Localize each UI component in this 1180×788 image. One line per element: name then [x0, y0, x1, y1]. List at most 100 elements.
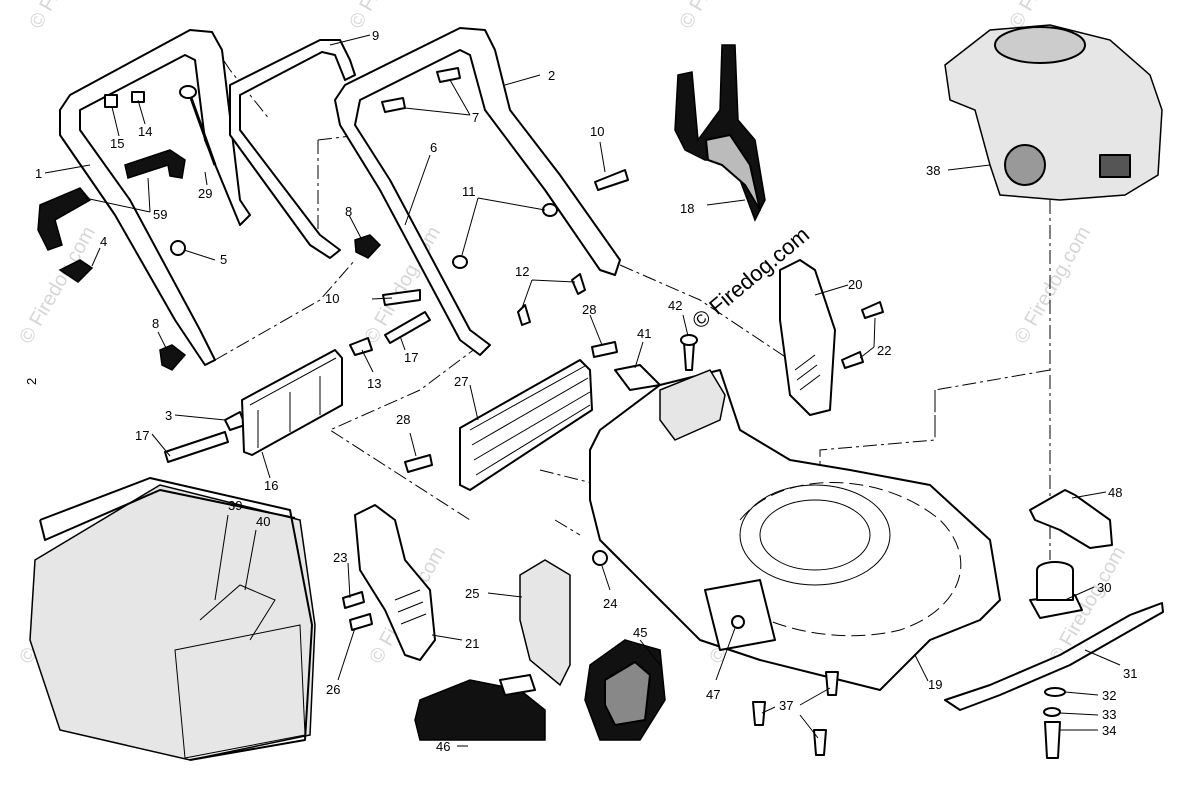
cable-clip: [179, 85, 197, 99]
deck-grille: [704, 579, 776, 651]
nut-24: [592, 550, 608, 566]
bolt-34: [1044, 721, 1061, 759]
callout-40: 40: [256, 514, 270, 529]
mower-blade: [944, 602, 1164, 711]
rear-flap: [241, 349, 343, 456]
grass-catcher-frame: [39, 477, 313, 761]
mower-deck: [589, 369, 1001, 691]
callout-46: 46: [436, 739, 450, 754]
washer-32: [1044, 687, 1066, 697]
callout-6: 6: [430, 140, 437, 155]
clip-12b: [571, 273, 586, 295]
callout-20: 20: [848, 277, 862, 292]
callout-22: 22: [877, 343, 891, 358]
bolt-17-lower: [164, 431, 229, 463]
callout-8-upper: 8: [345, 204, 352, 219]
callout-28-upper: 28: [582, 302, 596, 317]
bolt-23: [342, 591, 365, 609]
callout-9: 9: [372, 28, 379, 43]
height-bracket-right: [779, 259, 836, 416]
watermark-faint: © Firedog.com: [1010, 223, 1095, 348]
clip-12a: [517, 304, 531, 326]
callout-17-upper: 17: [404, 350, 418, 365]
callout-19: 19: [928, 677, 942, 692]
callout-10-lower: 10: [325, 291, 339, 306]
bolt-37b: [825, 671, 839, 696]
bolt-37c: [813, 729, 827, 756]
callout-26: 26: [326, 682, 340, 697]
bolt-37a: [752, 701, 766, 726]
callout-59: 59: [153, 207, 167, 222]
page-marker: 2: [24, 378, 39, 385]
hose-lower: [37, 187, 92, 251]
callout-42: 42: [668, 298, 682, 313]
callout-7: 7: [472, 110, 479, 125]
callout-48: 48: [1108, 485, 1122, 500]
knob-8-lower: [159, 344, 187, 371]
side-discharge-chute: [414, 679, 546, 741]
grass-catcher-bag: [29, 484, 316, 761]
callout-5: 5: [220, 252, 227, 267]
callout-8-lower: 8: [152, 316, 159, 331]
bracket-48: [1029, 489, 1113, 549]
callout-21: 21: [465, 636, 479, 651]
clip-15: [104, 94, 118, 108]
callout-41: 41: [637, 326, 651, 341]
bolt-10-upper: [594, 169, 629, 191]
watermark-faint: © Firedog.com: [675, 0, 760, 33]
height-bracket-left: [354, 504, 436, 661]
callout-28-lower: 28: [396, 412, 410, 427]
callouts: 1 2 3 4 5 6 7 8 8 9 10 10 11 12 13 14 15…: [35, 28, 1137, 754]
bolt-28-lower: [404, 454, 433, 473]
callout-16: 16: [264, 478, 278, 493]
bolt-26: [349, 613, 373, 631]
bolt-7b: [381, 97, 406, 113]
upper-control-bar: [229, 39, 356, 259]
callout-18: 18: [680, 201, 694, 216]
callout-14: 14: [138, 124, 152, 139]
side-deflector: [519, 559, 571, 687]
knob-4: [58, 259, 94, 283]
callout-39: 39: [228, 498, 242, 513]
callout-47: 47: [706, 687, 720, 702]
callout-4: 4: [100, 234, 107, 249]
rear-bracket-deck: [659, 369, 726, 441]
callout-34: 34: [1102, 723, 1116, 738]
bolt-42: [683, 341, 695, 371]
callout-11: 11: [462, 184, 476, 199]
callout-15: 15: [110, 136, 124, 151]
leader-lines: [44, 34, 1121, 747]
bolt-17-upper: [384, 311, 431, 344]
callout-10-upper: 10: [590, 124, 604, 139]
callout-17-lower: 17: [135, 428, 149, 443]
callout-31: 31: [1123, 666, 1137, 681]
washer-33: [1043, 707, 1061, 717]
rear-door: [459, 359, 593, 491]
callout-32: 32: [1102, 688, 1116, 703]
spring-13: [349, 337, 373, 356]
lower-handle-right: [334, 27, 621, 356]
bolt-14: [131, 91, 145, 103]
deck-opening: [739, 484, 891, 586]
callout-30: 30: [1097, 580, 1111, 595]
spacer-11b: [452, 255, 468, 269]
callout-45: 45: [633, 625, 647, 640]
callout-1: 1: [35, 166, 42, 181]
bolt-10-lower: [382, 289, 421, 306]
callout-33: 33: [1102, 707, 1116, 722]
callout-13: 13: [367, 376, 381, 391]
lower-handle-left: [59, 29, 251, 366]
knob-8-upper: [354, 234, 382, 259]
hose-upper: [124, 149, 186, 179]
bolt-28-upper: [591, 341, 618, 358]
washer-5: [170, 240, 186, 256]
washer-47: [731, 615, 745, 629]
callout-29: 29: [198, 186, 212, 201]
throttle-cable: [188, 94, 217, 166]
watermark-faint: © Firedog.com: [345, 0, 430, 33]
plate-41: [614, 364, 661, 391]
bolt-22a: [861, 301, 884, 319]
watermark-faint: © Firedog.com: [25, 0, 110, 33]
spacer-11a: [542, 203, 558, 217]
